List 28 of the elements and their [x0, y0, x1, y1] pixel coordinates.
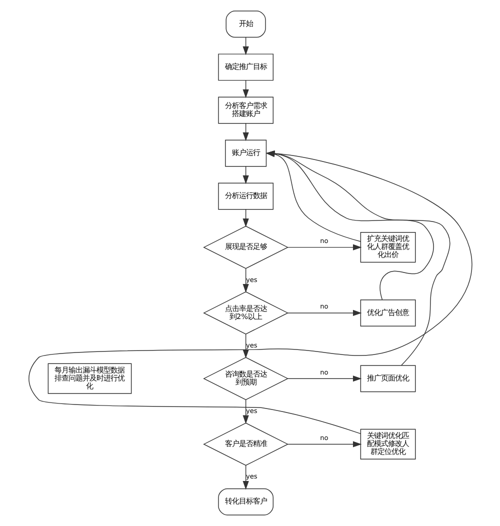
node-box: 扩充关键词优化人群覆盖优化出价	[360, 232, 416, 263]
arrow	[287, 244, 362, 250]
node-box: 分析客户需求搭建账户	[218, 96, 274, 124]
node-diamond: 客户是否精准	[202, 422, 288, 466]
node-diamond: 咨询数是否达到预期	[202, 357, 288, 400]
arrow	[242, 268, 248, 293]
arrow	[287, 310, 362, 316]
node-box: 账户运行	[224, 140, 266, 167]
arrow	[242, 209, 248, 228]
node-box: 转化目标客户	[218, 488, 274, 516]
node-box: 推广页面优化	[360, 365, 416, 392]
arrow	[242, 400, 248, 424]
arrow	[242, 37, 248, 56]
node-box: 优化广告创意	[360, 299, 416, 326]
arrow	[242, 166, 248, 184]
node-box: 关键词优化匹配模式修改人群定位优化	[360, 428, 416, 460]
arrow	[242, 80, 248, 98]
node-box: 确定推广目标	[218, 54, 274, 81]
arrow	[287, 441, 362, 448]
node-box: 分析运行数据	[218, 182, 274, 210]
node-box: 每月输出漏斗模型数据排查问题并及时进行优化	[47, 363, 132, 394]
node-box: 开始	[225, 10, 266, 38]
arrow	[287, 376, 362, 382]
arrow	[242, 334, 248, 358]
node-diamond: 展现是否足够	[202, 226, 288, 269]
arrow	[242, 123, 248, 142]
node-diamond: 点击率是否达到2%以上	[202, 291, 288, 335]
arrow	[242, 465, 248, 490]
